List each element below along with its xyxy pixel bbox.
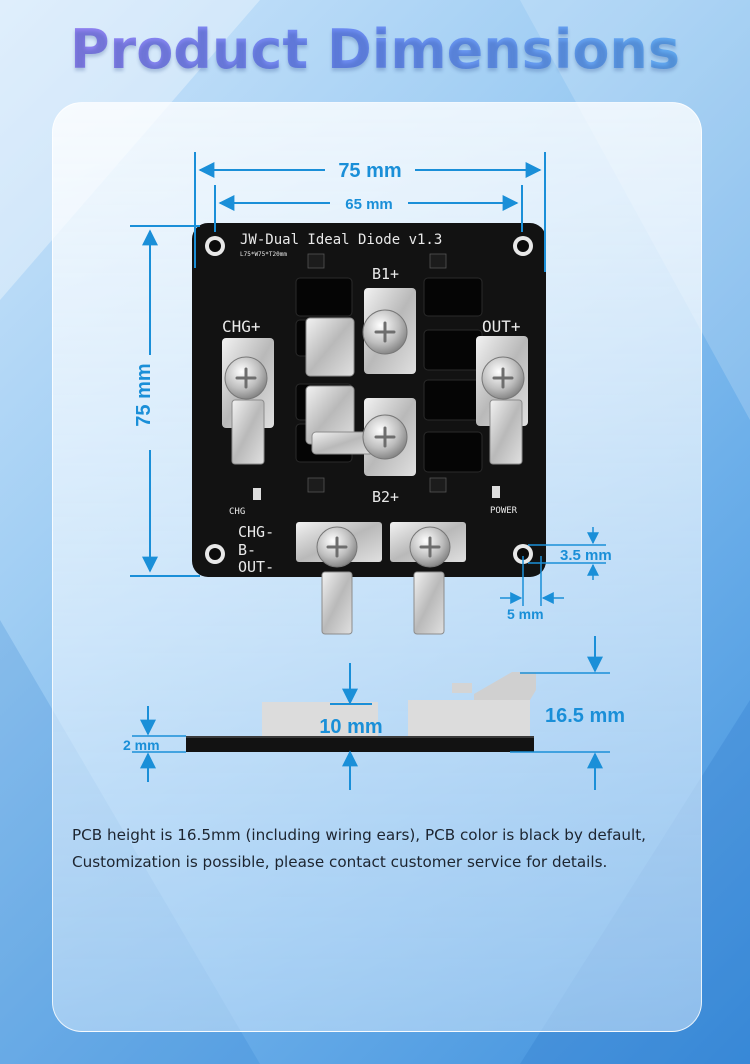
dimension-width-inner: 65 mm — [214, 185, 523, 232]
label-out-plus: OUT+ — [482, 317, 521, 336]
label-bottom-b: B- — [238, 541, 256, 559]
label-chg-plus: CHG+ — [222, 317, 261, 336]
dimension-component-height: 10 mm — [319, 663, 383, 790]
dimension-pcb-thickness: 2 mm — [123, 706, 186, 782]
description: PCB height is 16.5mm (including wiring e… — [72, 822, 712, 876]
board-size-code: L75*W75*T20mm — [240, 251, 287, 258]
label-b2: B2+ — [372, 488, 399, 506]
dimension-width-outer: 75 mm — [194, 152, 546, 272]
page-title: Product Dimensions — [0, 18, 750, 81]
total-height-label: 16.5 mm — [545, 705, 625, 727]
dimension-height: 75 mm — [130, 225, 200, 577]
pcb-thickness-label: 2 mm — [123, 737, 160, 753]
wiring-ears — [231, 317, 523, 635]
component-height-label: 10 mm — [319, 716, 382, 738]
height-label: 75 mm — [133, 363, 155, 426]
width-outer-label: 75 mm — [338, 160, 401, 182]
screw-icon — [224, 309, 525, 568]
dimension-hole-offset: 3.5 mm 5 mm — [500, 527, 612, 622]
hole-offset-y-label: 3.5 mm — [560, 547, 612, 564]
label-power-led: POWER — [490, 506, 518, 516]
width-inner-label: 65 mm — [345, 196, 393, 213]
pcb-board: JW-Dual Ideal Diode v1.3 L75*W75*T20mm B… — [192, 223, 546, 635]
hole-offset-x-label: 5 mm — [507, 606, 544, 622]
description-line-1: PCB height is 16.5mm (including wiring e… — [72, 826, 647, 844]
label-b1: B1+ — [372, 265, 399, 283]
label-bottom-out: OUT- — [238, 558, 274, 576]
dimension-total-height: 16.5 mm — [510, 636, 625, 790]
side-view — [186, 672, 536, 752]
mounting-hole-icon — [205, 236, 533, 564]
label-bottom-chg: CHG- — [238, 523, 274, 541]
label-chg-led: CHG — [229, 507, 245, 517]
board-name: JW-Dual Ideal Diode v1.3 — [240, 232, 442, 248]
description-line-2: Customization is possible, please contac… — [72, 853, 608, 871]
